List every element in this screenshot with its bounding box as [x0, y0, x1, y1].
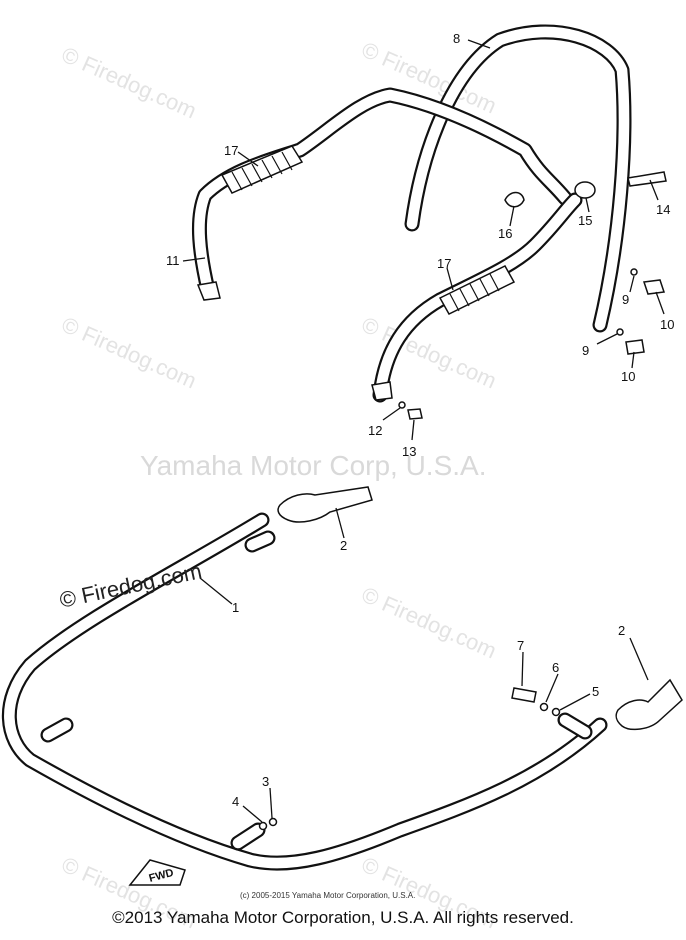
bolt-10-upper	[642, 279, 666, 295]
grip-17-upper	[220, 145, 304, 194]
cap-15	[574, 181, 596, 199]
nut-3	[268, 817, 278, 827]
label-9-lower: 9	[582, 343, 589, 358]
label-3: 3	[262, 774, 269, 789]
center-mark: Yamaha Motor Corp, U.S.A.	[140, 450, 487, 481]
label-12: 12	[368, 423, 382, 438]
watermark-3: © Firedog.com	[58, 312, 200, 394]
washer-12	[398, 401, 406, 409]
label-4: 4	[232, 794, 239, 809]
end-cap-2-upper	[277, 486, 373, 523]
label-8: 8	[453, 31, 460, 46]
label-11: 11	[166, 253, 180, 268]
label-10-lower: 10	[621, 369, 635, 384]
fwd-arrow: FWD	[128, 859, 186, 886]
label-1: 1	[232, 600, 239, 615]
washer-5	[551, 707, 561, 717]
copyright-notice: ©2013 Yamaha Motor Corporation, U.S.A. A…	[112, 908, 574, 927]
label-2-lower: 2	[618, 623, 625, 638]
washer-9-upper	[630, 268, 638, 276]
label-6: 6	[552, 660, 559, 675]
bar-1	[1, 512, 608, 871]
washer-9-lower	[616, 328, 624, 336]
bolt-10-lower	[625, 339, 645, 355]
bolt-13	[407, 408, 423, 420]
grip-17-lower	[438, 265, 516, 315]
watermark-1: © Firedog.com	[58, 42, 200, 124]
label-14: 14	[656, 202, 670, 217]
bolt-14	[627, 171, 667, 187]
bracket-12	[371, 381, 393, 401]
end-cap-2-lower	[615, 678, 683, 731]
label-2-upper: 2	[340, 538, 347, 553]
clip-16	[504, 191, 525, 208]
label-7: 7	[517, 638, 524, 653]
callouts: 8 17 11 17 16 15 14 9 10 9 10 12 13 2 1 …	[166, 31, 674, 823]
label-17-upper: 17	[224, 143, 238, 158]
washer-4	[258, 821, 268, 831]
small-credit: (c) 2005-2015 Yamaha Motor Corporation, …	[240, 891, 415, 900]
label-10-upper: 10	[660, 317, 674, 332]
bolt-7	[511, 687, 537, 703]
label-13: 13	[402, 444, 416, 459]
watermark-5: © Firedog.com	[358, 582, 500, 664]
label-17-lower: 17	[437, 256, 451, 271]
label-5: 5	[592, 684, 599, 699]
label-9-upper: 9	[622, 292, 629, 307]
washer-6	[539, 702, 549, 712]
label-16: 16	[498, 226, 512, 241]
bracket-11	[196, 281, 221, 301]
label-15: 15	[578, 213, 592, 228]
